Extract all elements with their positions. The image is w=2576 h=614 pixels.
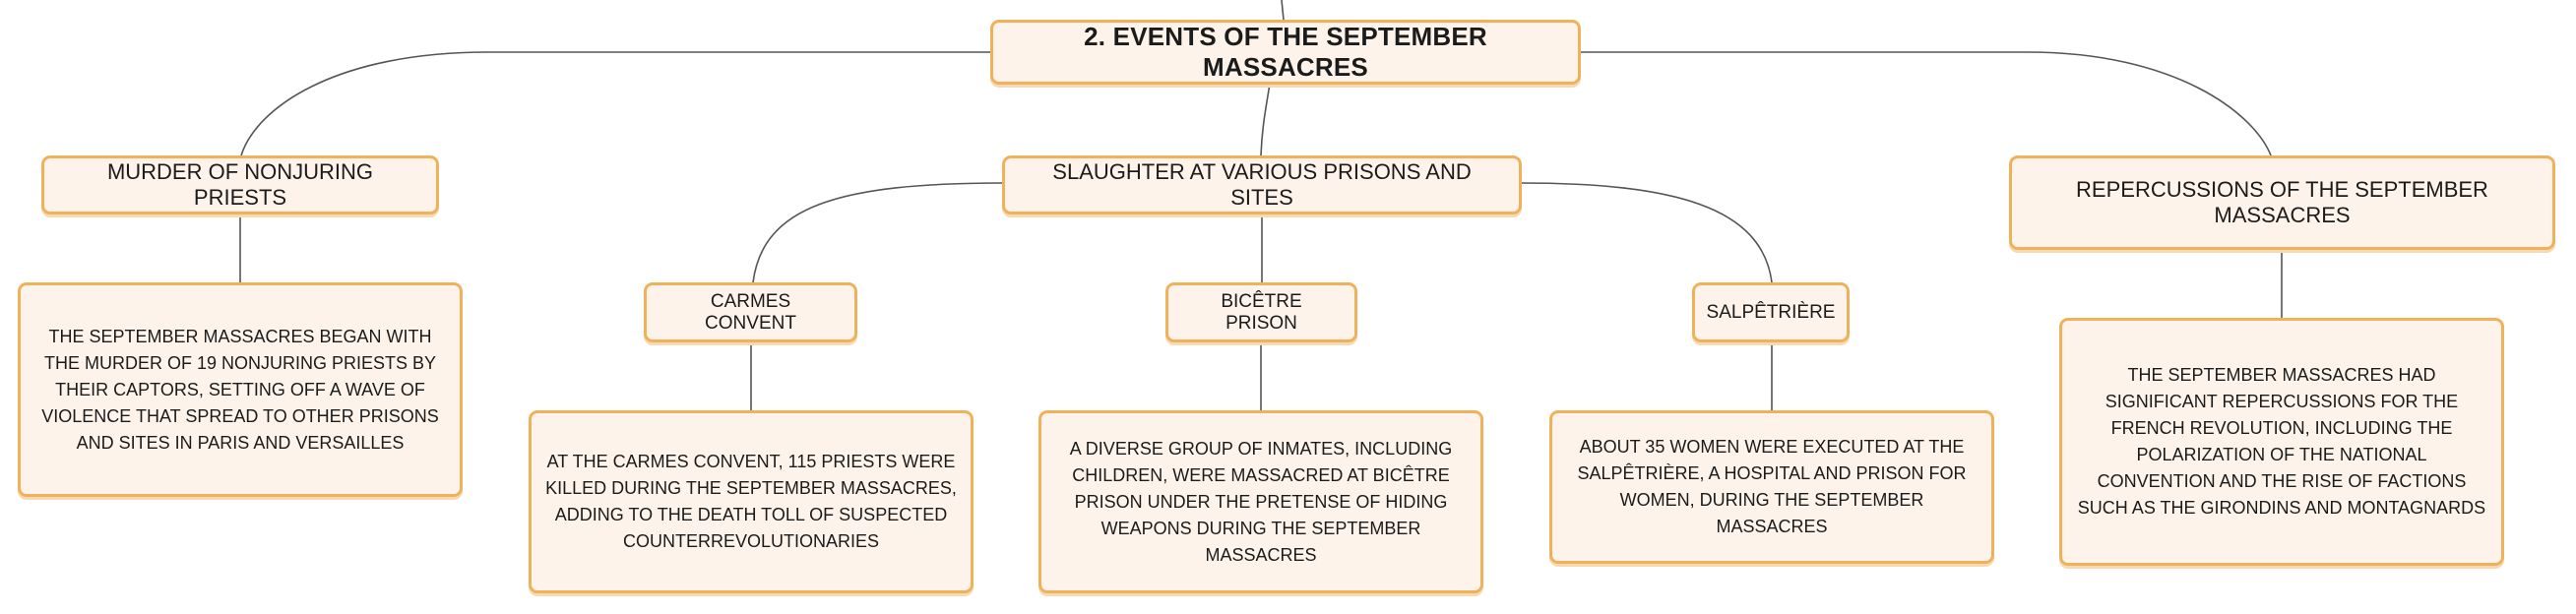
connector-slaughter-to-salpetriere bbox=[1520, 182, 1773, 283]
connector-parent-to-root bbox=[1281, 0, 1285, 21]
topic-murder-of-nonjuring-priests[interactable]: MURDER OF NONJURING PRIESTS bbox=[41, 155, 439, 215]
connector-root-to-slaughter bbox=[1260, 83, 1271, 156]
topic-repercussions[interactable]: REPERCUSSIONS OF THE SEPTEMBER MASSACRES bbox=[2009, 155, 2555, 250]
subtopic-label: CARMES CONVENT bbox=[705, 290, 796, 334]
detail-murder-of-nonjuring-priests[interactable]: THE SEPTEMBER MASSACRES BEGAN WITH THE M… bbox=[18, 282, 463, 497]
detail-text: THE SEPTEMBER MASSACRES BEGAN WITH THE M… bbox=[41, 326, 439, 453]
detail-salpetriere[interactable]: ABOUT 35 WOMEN WERE EXECUTED AT THE SALP… bbox=[1549, 410, 1994, 564]
connector-root-to-murder bbox=[240, 51, 990, 156]
root-label: 2. EVENTS OF THE SEPTEMBER MASSACRES bbox=[1084, 22, 1487, 82]
detail-text: THE SEPTEMBER MASSACRES HAD SIGNIFICANT … bbox=[2077, 365, 2486, 518]
topic-slaughter-at-prisons[interactable]: SLAUGHTER AT VARIOUS PRISONS AND SITES bbox=[1002, 155, 1522, 215]
detail-repercussions[interactable]: THE SEPTEMBER MASSACRES HAD SIGNIFICANT … bbox=[2059, 318, 2504, 566]
root-node[interactable]: 2. EVENTS OF THE SEPTEMBER MASSACRES bbox=[990, 20, 1581, 85]
detail-carmes-convent[interactable]: AT THE CARMES CONVENT, 115 PRIESTS WERE … bbox=[529, 410, 974, 593]
detail-text: ABOUT 35 WOMEN WERE EXECUTED AT THE SALP… bbox=[1577, 437, 1967, 536]
subtopic-salpetriere[interactable]: SALPÊTRIÈRE bbox=[1692, 282, 1850, 342]
topic-label: MURDER OF NONJURING PRIESTS bbox=[106, 159, 374, 210]
detail-text: AT THE CARMES CONVENT, 115 PRIESTS WERE … bbox=[545, 452, 957, 551]
topic-label: SLAUGHTER AT VARIOUS PRISONS AND SITES bbox=[1052, 159, 1472, 210]
subtopic-label: BICÊTRE PRISON bbox=[1221, 290, 1302, 334]
connector-slaughter-to-carmes bbox=[752, 182, 1005, 283]
topic-label: REPERCUSSIONS OF THE SEPTEMBER MASSACRES bbox=[2076, 177, 2488, 227]
subtopic-label: SALPÊTRIÈRE bbox=[1706, 301, 1836, 323]
connector-root-to-repercussions bbox=[1581, 51, 2272, 156]
detail-text: A DIVERSE GROUP OF INMATES, INCLUDING CH… bbox=[1069, 438, 1453, 565]
subtopic-bicetre-prison[interactable]: BICÊTRE PRISON bbox=[1165, 282, 1357, 342]
detail-bicetre-prison[interactable]: A DIVERSE GROUP OF INMATES, INCLUDING CH… bbox=[1038, 410, 1483, 593]
subtopic-carmes-convent[interactable]: CARMES CONVENT bbox=[644, 282, 857, 342]
